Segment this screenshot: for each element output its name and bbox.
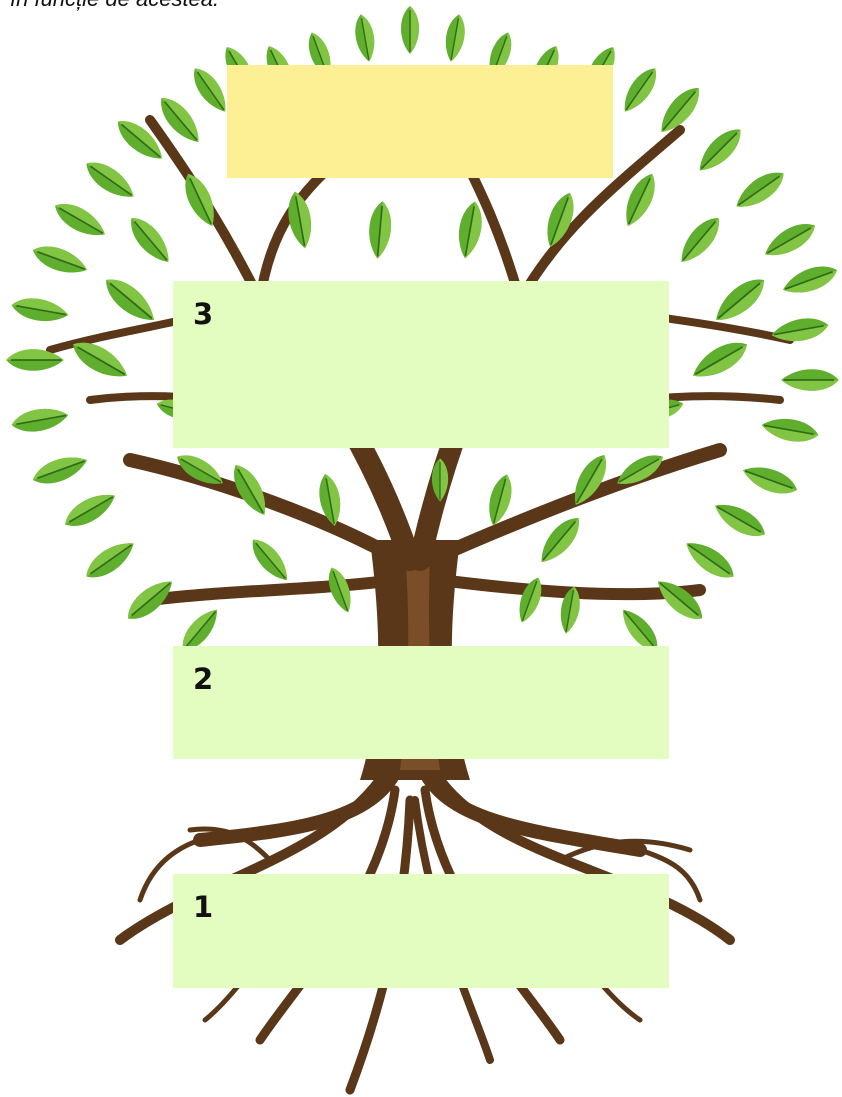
level-2-label: 2 xyxy=(193,662,213,696)
level-3-label: 3 xyxy=(193,297,213,331)
level-3-box: 3 xyxy=(173,281,669,448)
level-2-box: 2 xyxy=(173,646,669,759)
level-1-box: 1 xyxy=(173,874,669,988)
top-box xyxy=(227,65,613,178)
level-1-label: 1 xyxy=(193,890,213,924)
